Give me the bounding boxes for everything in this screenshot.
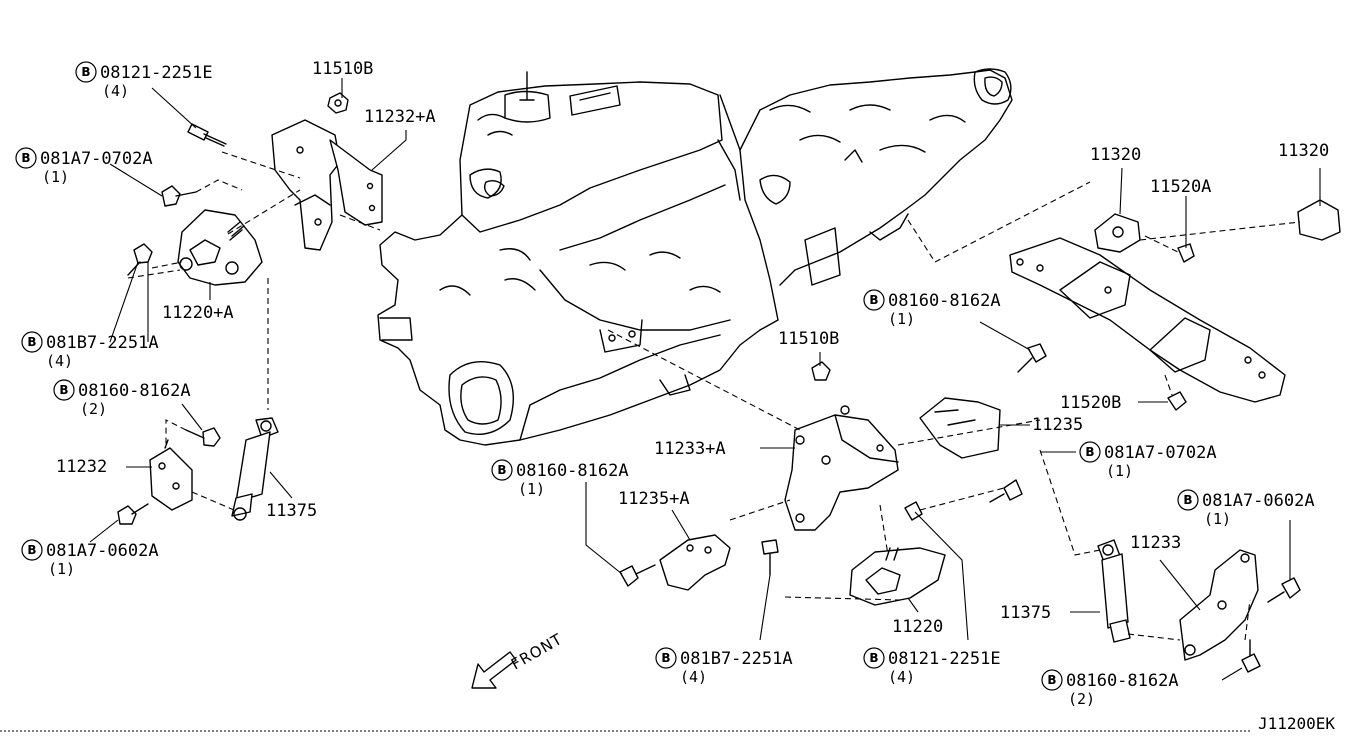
part-number: 11220+A	[162, 303, 234, 323]
part-number: 08160-8162A	[1066, 671, 1179, 691]
part-number: 081A7-0702A	[40, 149, 153, 169]
part-number: 11235	[1032, 415, 1083, 435]
part-number: 11232+A	[364, 107, 436, 127]
part-number: 08121-2251E	[100, 63, 213, 83]
bolt-prefix-icon: B	[81, 65, 90, 79]
part-number: 11233	[1130, 533, 1181, 553]
part-number: 11232	[56, 457, 107, 477]
left-upper-mount-parts	[127, 92, 383, 410]
callout-11320-b: 11320	[1278, 141, 1329, 161]
diagram-code: J11200EK	[1258, 714, 1335, 733]
bolt-prefix-icon: B	[869, 293, 878, 307]
callout-11232: 11232	[56, 457, 107, 477]
part-quantity: (1)	[518, 480, 545, 498]
part-quantity: (1)	[42, 168, 69, 186]
center-mount-parts	[607, 329, 1101, 606]
callout-08160-8162A-center: B 08160-8162A (1)	[491, 459, 629, 498]
callout-11220A: 11220+A	[162, 303, 234, 323]
part-number: 11233+A	[654, 439, 726, 459]
leader-lines	[89, 78, 1321, 681]
part-number: 11510B	[312, 59, 373, 79]
bolt-prefix-icon: B	[27, 543, 36, 557]
part-quantity: (2)	[80, 400, 107, 418]
part-number: 11320	[1090, 145, 1141, 165]
callout-11375-right: 11375	[1000, 603, 1051, 623]
callout-11520A: 11520A	[1150, 177, 1211, 197]
callout-08160-8162A-left: B 08160-8162A (2)	[53, 379, 191, 418]
callout-08121-2251E-bottom: B 08121-2251E (4)	[863, 647, 1001, 686]
callout-081A7-0602A-right: B 081A7-0602A (1)	[1177, 489, 1315, 528]
right-lower-mount-parts	[1097, 539, 1301, 673]
part-quantity: (4)	[680, 668, 707, 686]
callout-11510B-top: 11510B	[312, 59, 373, 79]
callout-11233A: 11233+A	[654, 439, 726, 459]
bolt-prefix-icon: B	[869, 651, 878, 665]
bolt-prefix-icon: B	[1183, 493, 1192, 507]
bolt-prefix-icon: B	[59, 383, 68, 397]
part-number: 081B7-2251A	[46, 333, 159, 353]
part-number: 08160-8162A	[888, 291, 1001, 311]
part-quantity: (4)	[888, 668, 915, 686]
part-labels: B 08121-2251E (4) 11510B 11232+A B 081A7…	[15, 59, 1329, 708]
part-number: 08160-8162A	[516, 461, 629, 481]
callout-081A7-0602A-left: B 081A7-0602A (1)	[21, 539, 159, 578]
callout-11320-a: 11320	[1090, 145, 1141, 165]
bolt-prefix-icon: B	[21, 151, 30, 165]
part-number: 081A7-0602A	[1202, 491, 1315, 511]
part-number: 11520B	[1060, 393, 1121, 413]
callout-11235: 11235	[1032, 415, 1083, 435]
part-number: 08121-2251E	[888, 649, 1001, 669]
part-number: 081B7-2251A	[680, 649, 793, 669]
callout-11233: 11233	[1130, 533, 1181, 553]
front-label: FRONT	[508, 630, 566, 674]
callout-11510B-mid: 11510B	[778, 329, 839, 349]
bolt-prefix-icon: B	[661, 651, 670, 665]
part-number: 11235+A	[618, 489, 690, 509]
part-number: 11375	[266, 501, 317, 521]
part-number: 081A7-0702A	[1104, 443, 1217, 463]
part-quantity: (2)	[1068, 690, 1095, 708]
callout-11220: 11220	[892, 617, 943, 637]
front-arrow-icon	[471, 651, 517, 689]
callout-081B7-2251A-left: B 081B7-2251A (4)	[21, 331, 159, 370]
callout-11235A: 11235+A	[618, 489, 690, 509]
part-number: 11320	[1278, 141, 1329, 161]
callout-081A7-0702A-right: B 081A7-0702A (1)	[1079, 441, 1217, 480]
bolt-prefix-icon: B	[1047, 673, 1056, 687]
engine-assembly-illustration	[377, 71, 779, 446]
part-quantity: (1)	[1106, 462, 1133, 480]
callout-11375-left: 11375	[266, 501, 317, 521]
left-lower-mount-parts	[117, 417, 279, 525]
callout-11232A: 11232+A	[364, 107, 436, 127]
bolt-prefix-icon: B	[27, 335, 36, 349]
part-quantity: (1)	[1204, 510, 1231, 528]
bolt-prefix-icon: B	[1085, 445, 1094, 459]
callout-081A7-0702A-left: B 081A7-0702A (1)	[15, 147, 153, 186]
part-number: 11375	[1000, 603, 1051, 623]
front-direction-indicator: FRONT	[471, 630, 566, 689]
callout-081B7-2251A-bottom: B 081B7-2251A (4)	[655, 647, 793, 686]
part-quantity: (1)	[48, 560, 75, 578]
transmission-illustration	[739, 68, 1013, 286]
bolt-prefix-icon: B	[497, 463, 506, 477]
part-quantity: (4)	[46, 352, 73, 370]
part-quantity: (1)	[888, 310, 915, 328]
rear-mount-crossmember-parts	[907, 181, 1341, 411]
part-number: 11520A	[1150, 177, 1211, 197]
callout-08160-8162A-mid: B 08160-8162A (1)	[863, 289, 1001, 328]
part-number: 11220	[892, 617, 943, 637]
part-quantity: (4)	[102, 82, 129, 100]
part-number: 08160-8162A	[78, 381, 191, 401]
part-number: 11510B	[778, 329, 839, 349]
callout-11520B: 11520B	[1060, 393, 1121, 413]
callout-08160-8162A-bottom: B 08160-8162A (2)	[1041, 669, 1179, 708]
part-number: 081A7-0602A	[46, 541, 159, 561]
callout-08121-2251E-top-left: B 08121-2251E (4)	[75, 61, 213, 100]
